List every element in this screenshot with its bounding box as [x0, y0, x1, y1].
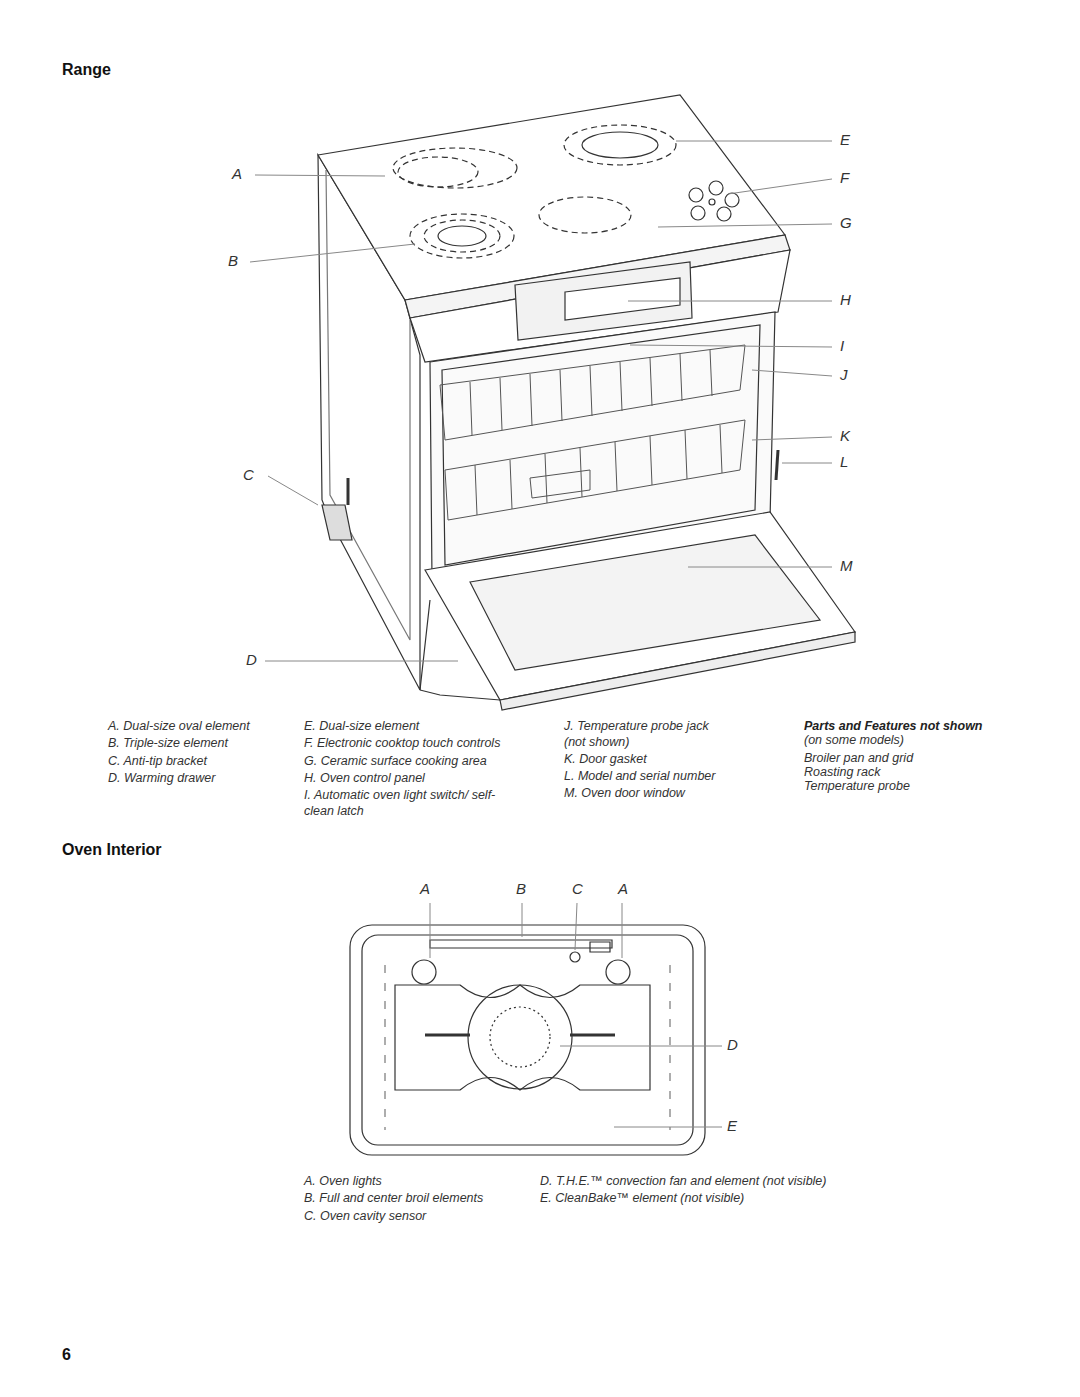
key-text: E. Dual-size element [304, 719, 419, 735]
key-text: G. Ceramic surface cooking area [304, 754, 487, 770]
key-text: Broiler pan and grid [804, 751, 913, 767]
callout-letter: K [840, 427, 850, 446]
key-text: Roasting rack [804, 765, 880, 781]
key-text: C. Oven cavity sensor [304, 1209, 426, 1225]
callout-letter: A [618, 880, 628, 899]
key-text: Temperature probe [804, 779, 910, 795]
callout-letter: D [246, 651, 257, 670]
key-text: A. Dual-size oval element [108, 719, 250, 735]
callout-letter: E [840, 131, 850, 150]
key-text: B. Triple-size element [108, 736, 228, 752]
key-text: M. Oven door window [564, 786, 685, 802]
callout-letter: J [840, 366, 848, 385]
callout-letter: A [420, 880, 430, 899]
key-text: F. Electronic cooktop touch controls [304, 736, 500, 752]
callout-letter: M [840, 557, 853, 576]
callout-letter: B [516, 880, 526, 899]
callout-letter: L [840, 453, 848, 472]
key-text: E. CleanBake™ element (not visible) [540, 1191, 744, 1207]
heading: Oven Interior [62, 840, 162, 860]
callout-letter: I [840, 337, 844, 356]
key-text: Parts and Features not shown [804, 719, 983, 735]
callout-letter: C [572, 880, 583, 899]
key-text: (on some models) [804, 733, 904, 749]
callout-letter: C [243, 466, 254, 485]
key-text: D. Warming drawer [108, 771, 215, 787]
key-text: D. T.H.E.™ convection fan and element (n… [540, 1174, 826, 1190]
key-text: I. Automatic oven light switch/ self-cle… [304, 788, 519, 819]
key-text: B. Full and center broil elements [304, 1191, 483, 1207]
key-text: K. Door gasket [564, 752, 647, 768]
heading: 6 [62, 1345, 71, 1365]
key-text: J. Temperature probe jack (not shown) [564, 719, 729, 750]
callout-letter: E [727, 1117, 737, 1136]
callout-letter: F [840, 169, 849, 188]
heading: Range [62, 60, 111, 80]
callout-letter: H [840, 291, 851, 310]
key-text: C. Anti-tip bracket [108, 754, 207, 770]
callout-letter: D [727, 1036, 738, 1055]
callout-letter: B [228, 252, 238, 271]
callout-letter: A [232, 165, 242, 184]
key-text: A. Oven lights [304, 1174, 382, 1190]
key-text: H. Oven control panel [304, 771, 425, 787]
key-text: L. Model and serial number [564, 769, 715, 785]
callout-letter: G [840, 214, 852, 233]
